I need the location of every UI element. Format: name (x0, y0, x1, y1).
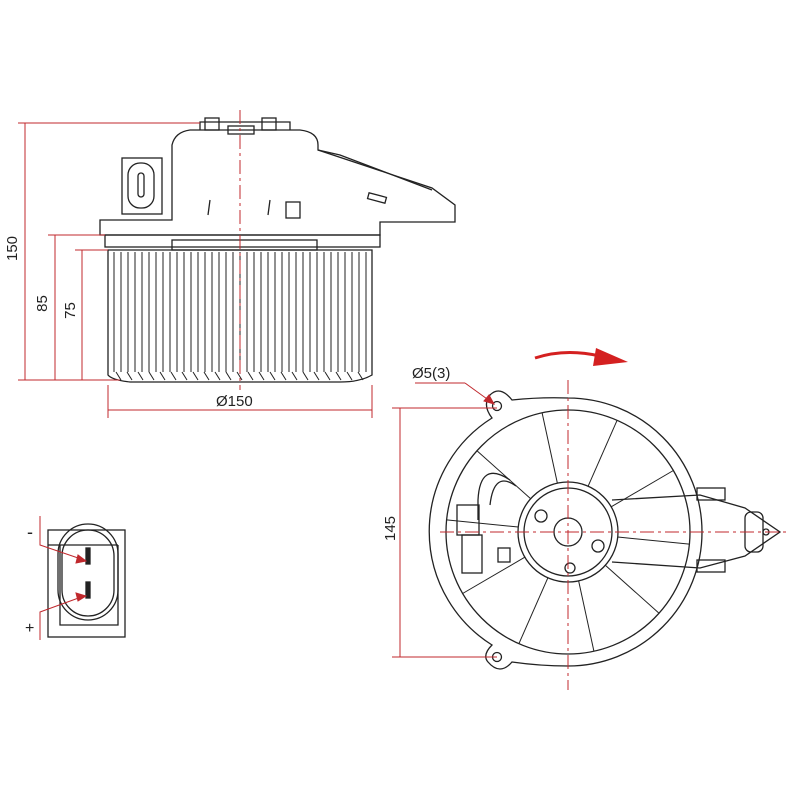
fan-spoke (610, 470, 674, 508)
fan-spoke (617, 536, 690, 545)
side-view (99, 117, 456, 383)
dim-mount-hole: Ø5(3) (412, 365, 451, 382)
fan-spoke (518, 577, 549, 644)
dim-housing-height: 85 (33, 295, 51, 312)
rotation-arrow-icon (534, 348, 628, 366)
fan-spoke (604, 564, 660, 614)
front-view (428, 390, 782, 670)
front-dimensions (392, 382, 497, 658)
connector-minus-label: - (27, 522, 33, 542)
wheel-blades (113, 252, 367, 381)
connector-detail (47, 523, 126, 638)
fan-spoke (476, 450, 532, 500)
fan-spoke (446, 519, 519, 528)
fan-spoke (462, 556, 526, 594)
side-dimensions (18, 122, 373, 418)
connector-plus-label: + (25, 620, 35, 637)
connector-pointers (39, 516, 88, 640)
dim-hole-spacing: 145 (382, 515, 400, 542)
dim-total-height: 150 (4, 235, 22, 262)
dim-wheel-height: 75 (61, 302, 79, 319)
fan-spoke (541, 412, 558, 484)
fan-spoke (578, 580, 595, 652)
dim-wheel-diameter: Ø150 (216, 393, 253, 410)
fan-spoke (587, 420, 618, 487)
